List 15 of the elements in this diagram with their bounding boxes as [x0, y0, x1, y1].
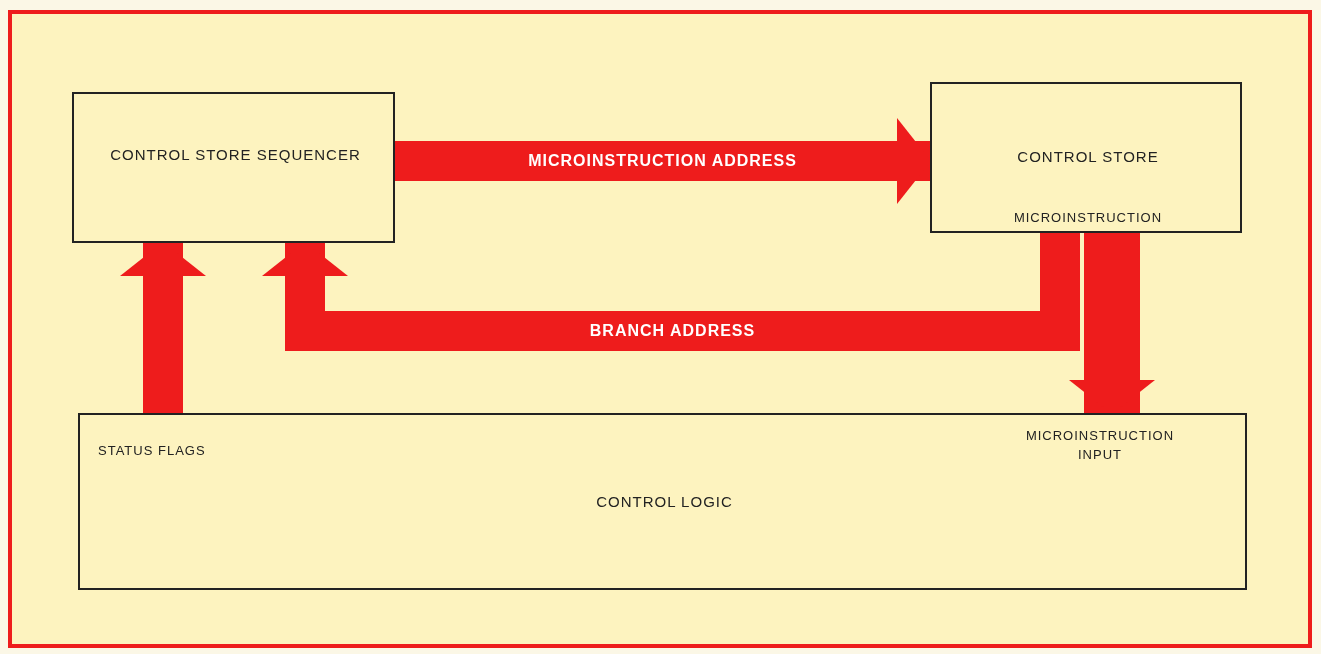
bus-arrow [120, 242, 206, 413]
block-label: CONTROL LOGIC [595, 492, 734, 512]
block-label: CONTROL STORE SEQUENCER [109, 145, 362, 165]
block-box [930, 82, 1242, 233]
block-box [72, 92, 395, 243]
port-label: MICROINSTRUCTION [1012, 209, 1164, 227]
bus-arrow [395, 118, 931, 204]
port-label: MICROINSTRUCTION INPUT [1024, 427, 1176, 464]
bus-arrow [262, 233, 1080, 351]
port-label: STATUS FLAGS [98, 442, 207, 460]
block-box [78, 413, 1247, 590]
bus-arrow [1069, 233, 1155, 414]
edge-label: BRANCH ADDRESS [589, 322, 756, 340]
edge-label: MICROINSTRUCTION ADDRESS [528, 152, 797, 170]
block-label: CONTROL STORE [1016, 147, 1160, 167]
